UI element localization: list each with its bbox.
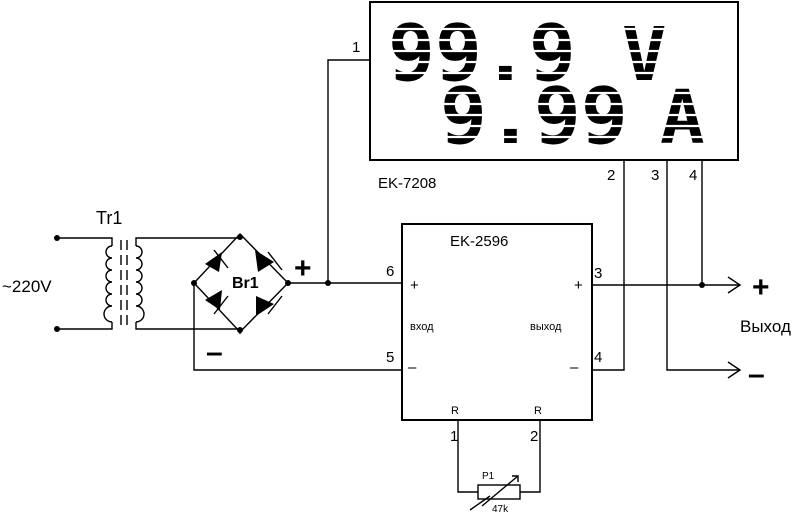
converter-r-right: R — [534, 405, 542, 417]
converter-pin-6: 6 — [386, 263, 394, 280]
display-current-unit: A — [660, 75, 705, 161]
converter-r-left: R — [451, 405, 459, 417]
bridge-plus-sign: + — [294, 252, 312, 285]
wiring — [193, 59, 742, 493]
display-current-value: 9.99 — [440, 72, 628, 162]
output-minus-sign: – — [748, 358, 765, 391]
bridge-minus-sign: – — [206, 336, 223, 369]
converter-pin-4: 4 — [594, 349, 602, 366]
display-name-label: EK-7208 — [378, 175, 436, 192]
display-voltage-value: 99.9 — [388, 9, 576, 99]
transformer-name-label: Tr1 — [96, 208, 122, 228]
converter-input-label: вход — [410, 321, 434, 333]
converter-name-label: EK-2596 — [450, 233, 508, 250]
output-label: Выход — [740, 317, 791, 336]
converter-pin-5: 5 — [386, 349, 394, 366]
converter-pin-1: 1 — [450, 428, 458, 445]
converter-in-minus: – — [408, 359, 417, 376]
converter-output-label: выход — [530, 321, 562, 333]
converter-in-plus: + — [410, 277, 419, 294]
converter-out-plus: + — [574, 277, 583, 294]
output-plus-sign: + — [752, 271, 770, 304]
potentiometer-value-label: 47k — [492, 504, 509, 513]
bridge-name-label: Br1 — [232, 275, 259, 292]
display-pin-3: 3 — [651, 167, 659, 184]
converter-pin-3: 3 — [594, 265, 602, 282]
display-pin-1: 1 — [352, 39, 360, 56]
converter-out-minus: – — [570, 359, 579, 376]
display-pin-2: 2 — [607, 167, 615, 184]
potentiometer-name-label: P1 — [482, 471, 495, 482]
display-pin-4: 4 — [689, 167, 697, 184]
converter-pin-2: 2 — [530, 428, 538, 445]
potentiometer-symbol — [469, 475, 521, 511]
mains-voltage-label: ~220V — [2, 277, 52, 296]
transformer-symbol — [54, 234, 241, 334]
display-dot-grid — [380, 27, 730, 139]
display-voltage-unit: V — [622, 12, 667, 98]
converter-module-box — [401, 223, 593, 421]
